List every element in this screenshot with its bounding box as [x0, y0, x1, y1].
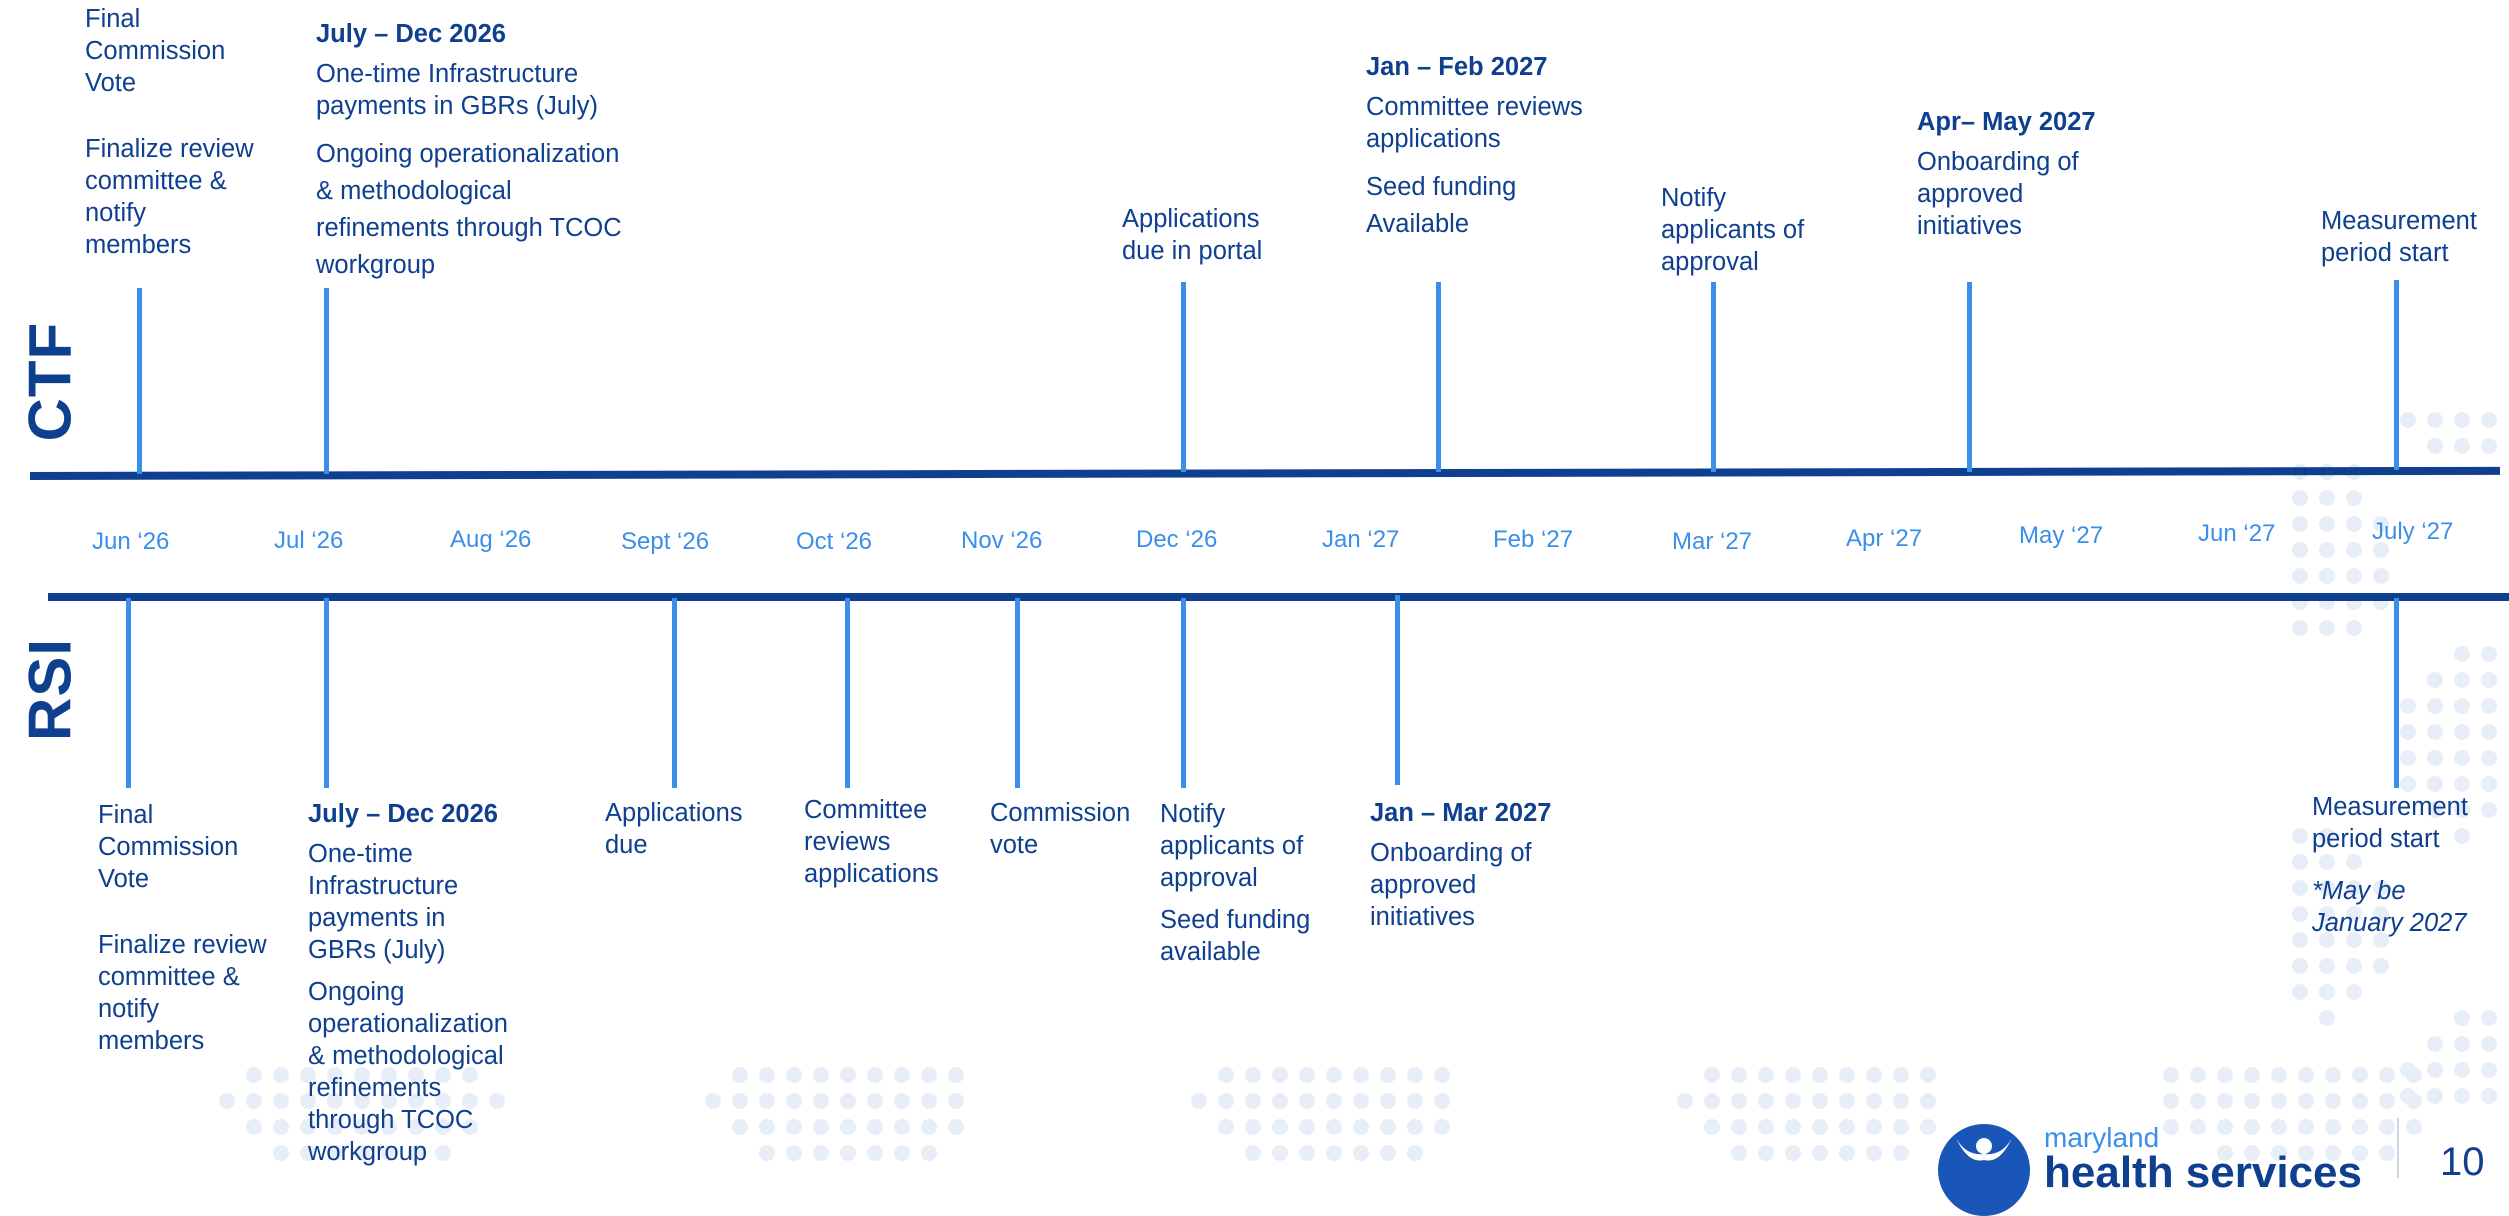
note-text: One-time Infrastructure payments in GBRs… — [308, 840, 459, 964]
ctf-note-infrastructure: July – Dec 2026 One-time Infrastructure … — [316, 18, 636, 294]
month-label: Mar ‘27 — [1672, 528, 1753, 555]
logo-text-large: health services — [2044, 1148, 2362, 1197]
month-label: Jun ‘26 — [92, 528, 170, 555]
rsi-timeline-axis — [48, 593, 2509, 601]
ctf-timeline-axis — [29, 466, 2501, 480]
note-footnote: *May be January 2027 — [2312, 877, 2467, 937]
rsi-note-notify-applicants: Notify applicants of approval Seed fundi… — [1160, 798, 1340, 978]
rsi-milestone-tick — [1395, 595, 1400, 785]
rsi-note-final-vote: Final Commission Vote Finalize review co… — [98, 799, 268, 1067]
note-text: Ongoing operationalization & methodologi… — [316, 140, 622, 279]
note-text: Seed funding Available — [1366, 173, 1517, 238]
note-text: Measurement period start — [2321, 207, 2477, 267]
note-text: Onboarding of approved initiatives — [1917, 148, 2079, 240]
note-text: Onboarding of approved initiatives — [1370, 839, 1532, 931]
note-heading: Jan – Mar 2027 — [1370, 799, 1552, 827]
month-label: Nov ‘26 — [961, 527, 1043, 554]
note-text: Finalize review committee & notify membe… — [85, 135, 254, 259]
note-text: Applications due in portal — [1122, 205, 1263, 265]
ctf-note-applications-due: Applications due in portal — [1122, 203, 1302, 277]
rsi-note-commission-vote: Commission vote — [990, 797, 1150, 871]
ctf-note-final-vote: Final Commission Vote Finalize review co… — [85, 3, 255, 271]
month-label: Jan ‘27 — [1322, 526, 1400, 553]
ctf-note-onboarding: Apr– May 2027 Onboarding of approved ini… — [1917, 106, 2147, 252]
month-label: Sept ‘26 — [621, 528, 710, 555]
figure-icon — [1956, 1138, 2012, 1161]
ctf-milestone-tick — [2394, 280, 2399, 470]
month-label: Jul ‘26 — [274, 527, 344, 554]
ctf-note-measurement: Measurement period start — [2321, 205, 2501, 279]
month-label: Apr ‘27 — [1846, 525, 1923, 552]
note-text: Commission vote — [990, 799, 1131, 859]
month-label: July ‘27 — [2372, 518, 2454, 545]
note-text: Final Commission Vote — [98, 801, 239, 893]
rsi-milestone-tick — [672, 598, 677, 788]
month-label: Aug ‘26 — [450, 526, 532, 553]
rsi-note-applications-due: Applications due — [605, 797, 775, 871]
month-label: Oct ‘26 — [796, 528, 873, 555]
note-text: One-time Infrastructure payments in GBRs… — [316, 60, 598, 120]
note-text: Measurement period start — [2312, 793, 2468, 853]
note-text: Finalize review committee & notify membe… — [98, 931, 267, 1055]
rsi-milestone-tick — [1181, 598, 1186, 788]
row-label-rsi: RSI — [16, 637, 84, 742]
ctf-milestone-tick — [1967, 282, 1972, 472]
rsi-note-committee-reviews: Committee reviews applications — [804, 794, 964, 900]
note-heading: July – Dec 2026 — [316, 20, 506, 48]
ctf-milestone-tick — [1711, 282, 1716, 472]
ctf-milestone-tick — [1436, 282, 1441, 472]
note-text: Notify applicants of approval — [1160, 800, 1304, 892]
rsi-note-onboarding: Jan – Mar 2027 Onboarding of approved in… — [1370, 797, 1600, 943]
ctf-note-notify-applicants: Notify applicants of approval — [1661, 182, 1811, 288]
ctf-note-committee-reviews: Jan – Feb 2027 Committee reviews applica… — [1366, 51, 1626, 253]
ctf-milestone-tick — [324, 288, 329, 474]
note-text: Notify applicants of approval — [1661, 184, 1805, 276]
note-text: Ongoing operationalization & methodologi… — [308, 978, 508, 1166]
rsi-milestone-tick — [324, 598, 329, 788]
ctf-milestone-tick — [137, 288, 142, 474]
footer-divider — [2397, 1118, 2399, 1178]
note-heading: Jan – Feb 2027 — [1366, 53, 1548, 81]
note-text: Seed funding available — [1160, 906, 1311, 966]
rsi-milestone-tick — [2394, 598, 2399, 788]
month-label: Feb ‘27 — [1493, 526, 1574, 553]
rsi-milestone-tick — [1015, 598, 1020, 788]
note-text: Applications due — [605, 799, 743, 859]
logo-emblem-icon — [1938, 1124, 2030, 1216]
rsi-note-measurement: Measurement period start *May be January… — [2312, 791, 2502, 949]
page-number: 10 — [2440, 1140, 2485, 1184]
note-text: Committee reviews applications — [1366, 93, 1583, 153]
logo-text-small: maryland — [2044, 1122, 2160, 1153]
row-label-ctf: CTF — [16, 321, 84, 442]
maryland-health-services-logo: maryland health services — [1938, 1118, 2362, 1216]
rsi-milestone-tick — [126, 598, 131, 788]
month-label: Dec ‘26 — [1136, 526, 1218, 553]
month-label: Jun ‘27 — [2198, 520, 2276, 547]
rsi-note-infrastructure: July – Dec 2026 One-time Infrastructure … — [308, 798, 538, 1178]
note-text: Committee reviews applications — [804, 796, 939, 888]
month-label: May ‘27 — [2019, 522, 2104, 549]
note-heading: Apr– May 2027 — [1917, 108, 2096, 136]
rsi-milestone-tick — [845, 598, 850, 788]
note-heading: July – Dec 2026 — [308, 800, 498, 828]
note-text: Final Commission Vote — [85, 5, 226, 97]
ctf-milestone-tick — [1181, 282, 1186, 472]
